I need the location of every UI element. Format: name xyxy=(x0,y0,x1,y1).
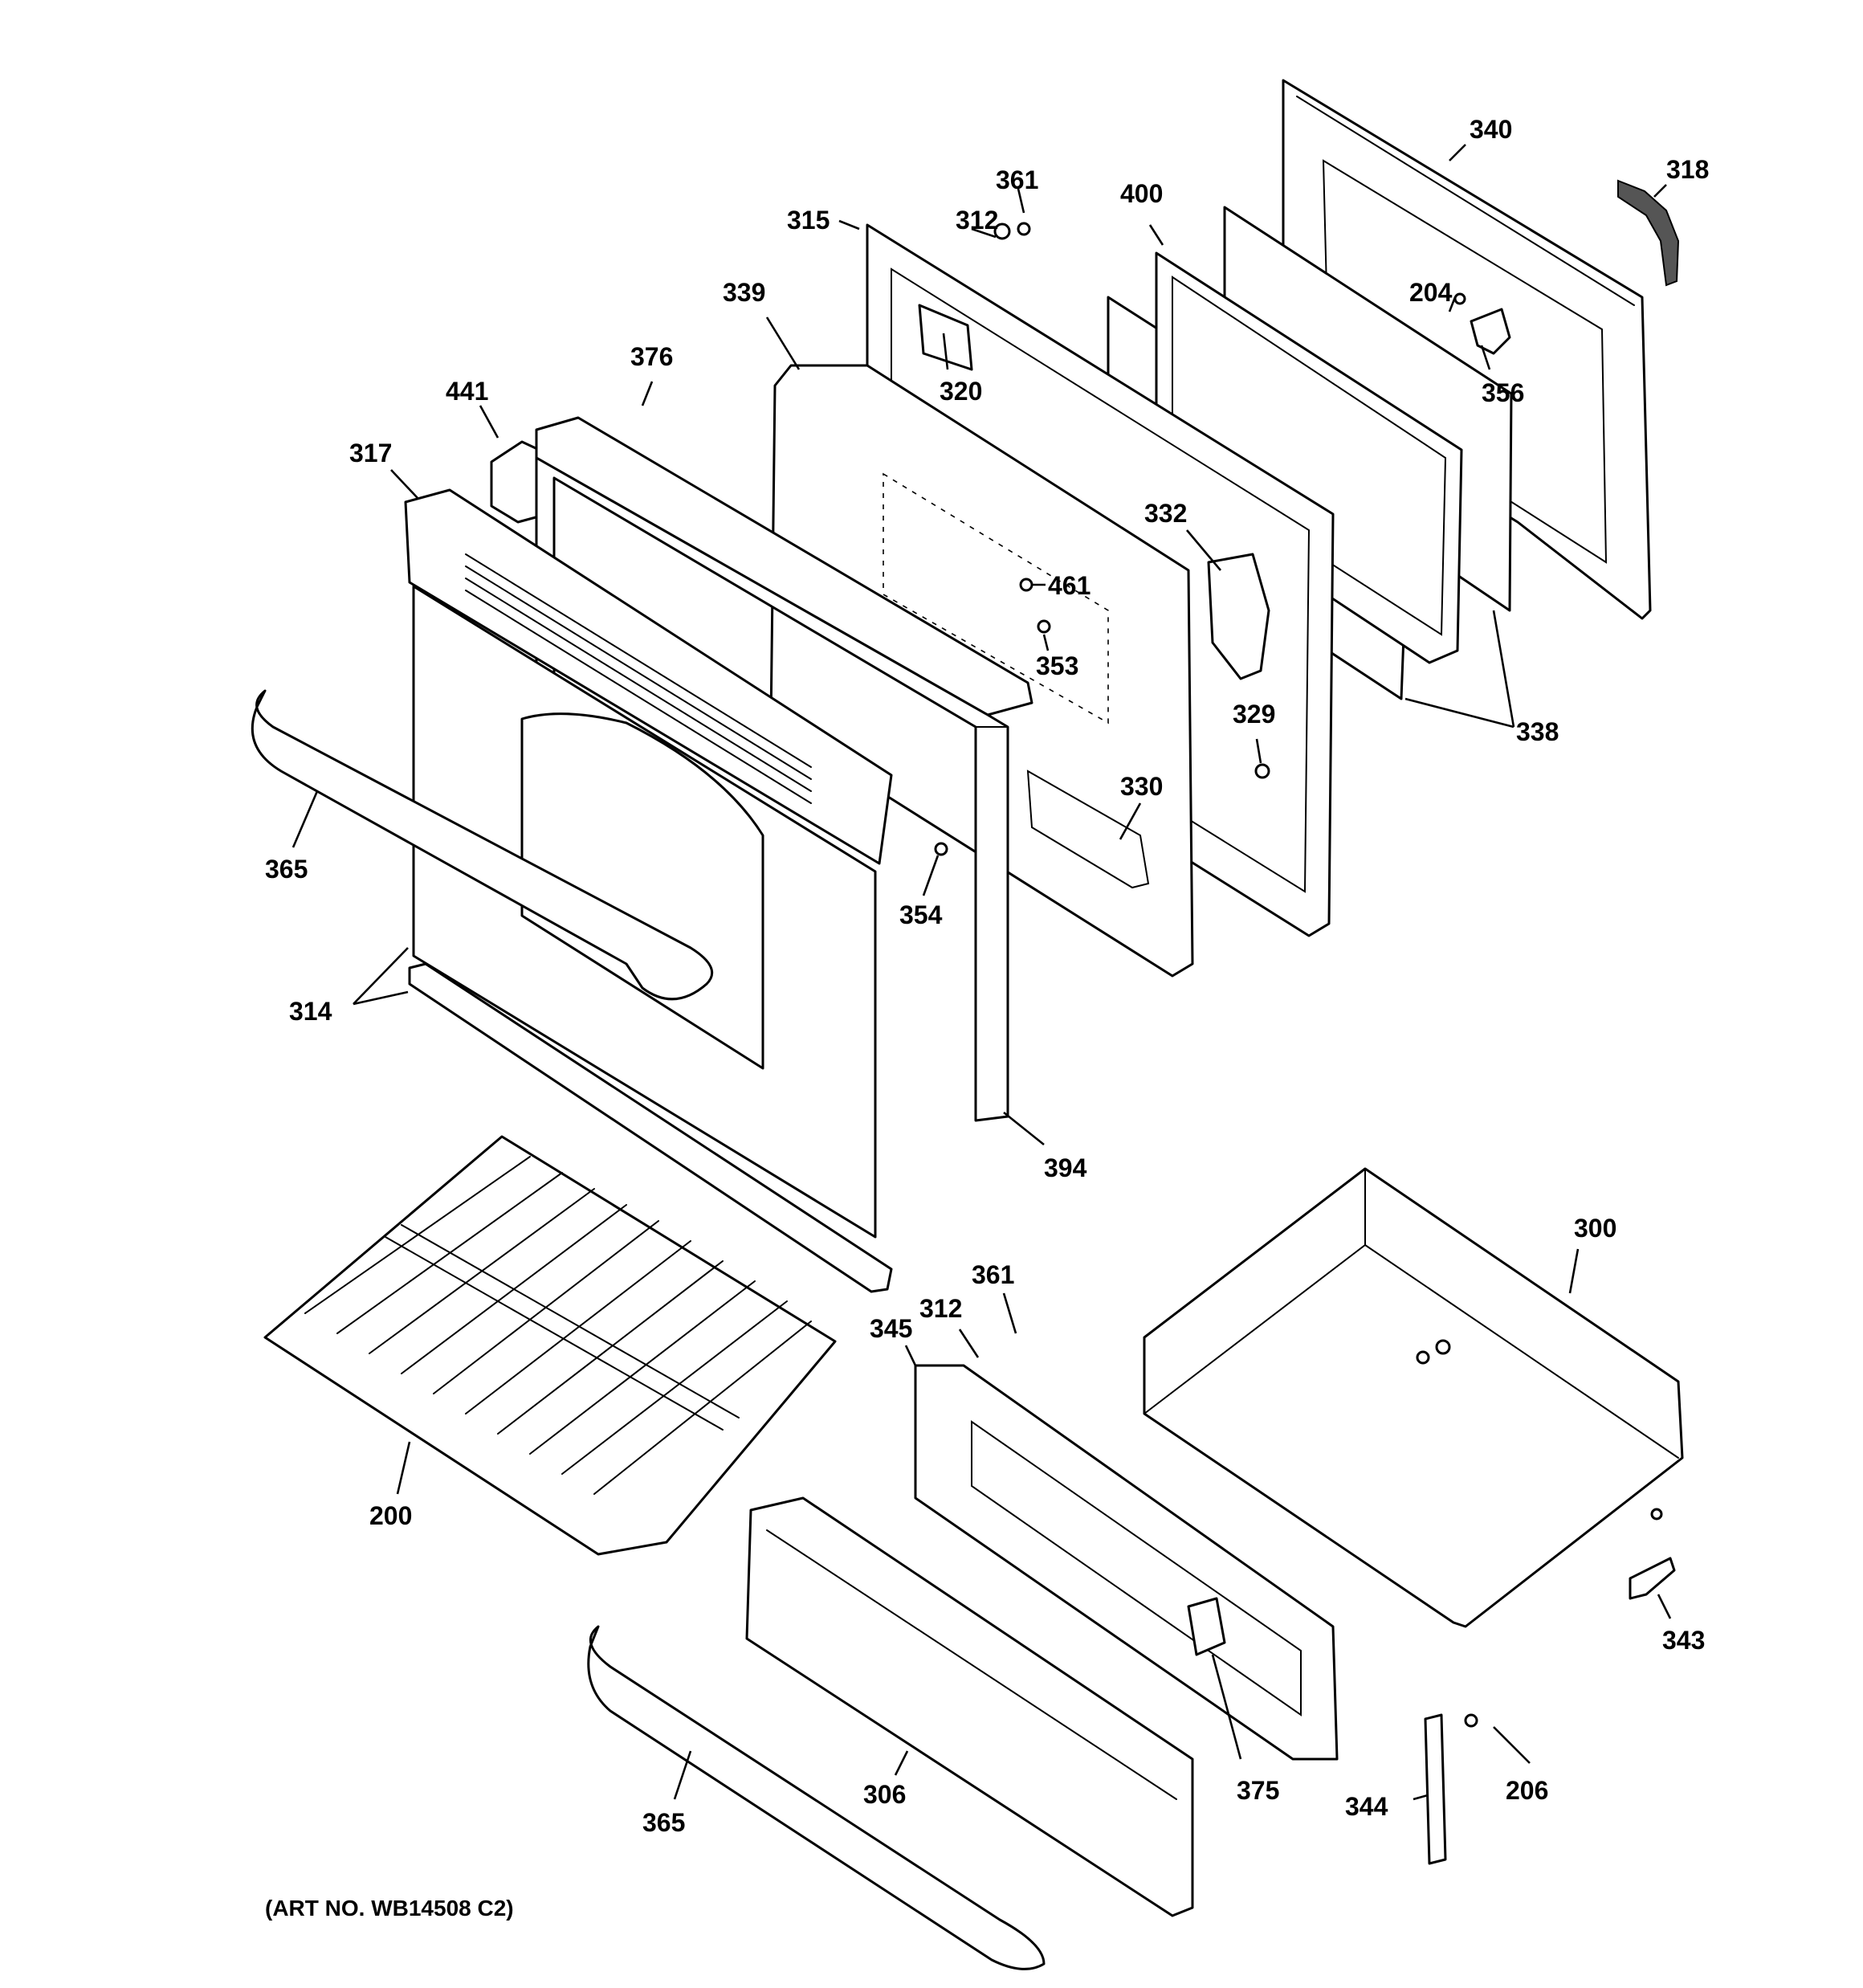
label-200: 200 xyxy=(369,1501,412,1530)
label-365-drawer: 365 xyxy=(642,1808,685,1837)
label-338: 338 xyxy=(1516,717,1559,746)
label-339: 339 xyxy=(723,278,765,307)
leader-lines xyxy=(291,144,1672,1801)
label-361-bottom: 361 xyxy=(972,1260,1014,1289)
label-312-top: 312 xyxy=(956,206,998,235)
label-394: 394 xyxy=(1044,1153,1087,1182)
label-354: 354 xyxy=(899,900,943,929)
art-number: (ART NO. WB14508 C2) xyxy=(265,1896,514,1921)
part-320-hinge xyxy=(918,304,973,371)
label-317: 317 xyxy=(349,439,392,467)
label-345: 345 xyxy=(870,1314,912,1343)
part-343-bumper xyxy=(1629,1508,1676,1600)
part-344-rail xyxy=(1424,1713,1478,1865)
part-332-insulation xyxy=(1207,553,1270,680)
label-441: 441 xyxy=(446,377,488,406)
label-353: 353 xyxy=(1036,651,1078,680)
label-375: 375 xyxy=(1237,1776,1279,1805)
label-206: 206 xyxy=(1506,1776,1548,1805)
part-345-drawer-frame xyxy=(914,1339,1451,1761)
part-375-bracket xyxy=(1187,1597,1226,1656)
label-204: 204 xyxy=(1409,278,1453,307)
label-365-door: 365 xyxy=(265,855,308,884)
label-356: 356 xyxy=(1482,378,1524,407)
part-number-labels: 340 318 361 312 315 400 339 204 320 356 … xyxy=(265,115,1709,1837)
part-318-gasket xyxy=(1617,179,1680,287)
part-365-door-handle xyxy=(251,689,714,1001)
part-300-drawer-box xyxy=(1143,1167,1684,1628)
part-200-oven-rack xyxy=(263,1135,837,1556)
part-306-drawer-front xyxy=(745,1496,1194,1917)
label-314: 314 xyxy=(289,997,332,1026)
label-318: 318 xyxy=(1666,155,1709,184)
label-343: 343 xyxy=(1662,1626,1705,1655)
label-312-bottom: 312 xyxy=(919,1294,962,1323)
label-330: 330 xyxy=(1120,772,1163,801)
label-400: 400 xyxy=(1120,179,1163,208)
label-361-top: 361 xyxy=(996,165,1038,194)
part-365-drawer-handle xyxy=(587,1625,1046,1970)
label-376: 376 xyxy=(630,342,673,371)
part-330-cutout xyxy=(1026,769,1150,889)
label-344: 344 xyxy=(1345,1792,1388,1821)
label-320: 320 xyxy=(940,377,982,406)
label-300: 300 xyxy=(1574,1214,1616,1243)
label-340: 340 xyxy=(1470,115,1512,144)
label-461: 461 xyxy=(1048,571,1090,600)
hardware-screws xyxy=(934,222,1270,856)
label-332: 332 xyxy=(1144,499,1187,528)
label-329: 329 xyxy=(1233,700,1275,729)
label-306: 306 xyxy=(863,1780,906,1809)
part-317-vent-trim xyxy=(404,488,893,865)
label-315: 315 xyxy=(787,206,830,235)
